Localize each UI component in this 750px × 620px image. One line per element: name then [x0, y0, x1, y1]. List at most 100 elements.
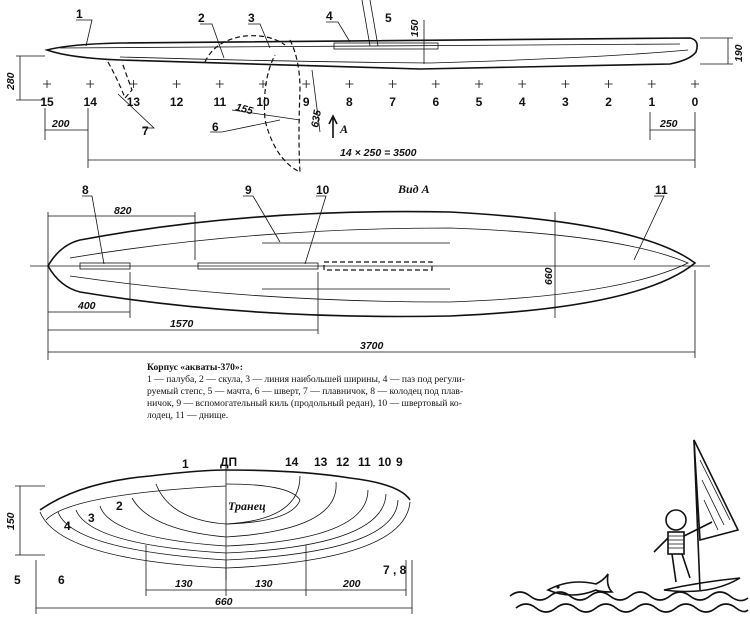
dim-body-660: 660	[215, 596, 233, 608]
station-cross	[604, 80, 613, 88]
station-cross	[129, 80, 138, 88]
station-label: 15	[40, 95, 54, 109]
body-part-11: 11	[358, 455, 371, 469]
view-a-arrow	[328, 114, 338, 138]
station-label: 9	[303, 95, 310, 109]
figure-caption: Корпус «акваты-370»: 1 — палуба, 2 — ску…	[147, 362, 647, 422]
dim-635-line	[311, 69, 321, 133]
windsurfer-illustration	[509, 439, 749, 613]
dim-820-text: 820	[114, 205, 132, 217]
side-part-4: 4	[326, 9, 333, 23]
fish-eye	[556, 585, 560, 589]
person-arms	[653, 521, 713, 553]
leader-2	[200, 23, 225, 59]
leader-4	[326, 21, 351, 43]
body-part-4: 4	[64, 519, 71, 533]
caption-line: 1 — палуба, 2 — скула, 3 — линия наиболь…	[147, 374, 465, 385]
station-cross	[475, 80, 483, 88]
person-body	[667, 531, 685, 555]
dim-body-130a: 130	[175, 578, 193, 590]
board	[663, 577, 741, 593]
body-section-right-2	[225, 499, 399, 561]
station-cross	[345, 80, 354, 88]
leader-9	[243, 195, 281, 243]
dim-200-text: 200	[51, 118, 70, 130]
dim-280-lines	[16, 55, 45, 101]
body-section-left-4	[99, 505, 227, 547]
body-part-13: 13	[314, 455, 328, 469]
body-section-right-1	[225, 501, 411, 569]
station-cross	[431, 80, 440, 88]
plan-part-10: 10	[316, 183, 330, 197]
station-cross	[259, 80, 267, 88]
dim-635-text: 635	[309, 109, 324, 128]
side-hull-outline	[44, 37, 698, 70]
station-label: 14	[84, 95, 98, 109]
mast-slot-dashed	[323, 261, 433, 271]
station-cross	[86, 80, 95, 88]
station-label: 11	[213, 95, 226, 109]
dim-400-text: 400	[77, 300, 96, 312]
dim-body-130-lines	[145, 545, 307, 596]
station-cross	[691, 80, 699, 88]
body-dp-label: ДП	[220, 455, 237, 469]
body-section-left-5	[131, 497, 227, 538]
plan-view: Вид А 820 660 400 1570 3700 8 9 10 11	[30, 182, 710, 360]
dim-3500-text: 14 × 250 = 3500	[340, 147, 417, 159]
station-cross	[302, 80, 311, 88]
caption-line: ничок, 9 — вспомогательный киль (продоль…	[147, 398, 462, 409]
dim-1570-text: 1570	[170, 318, 194, 330]
mast-step-slot	[333, 42, 439, 50]
side-part-3: 3	[248, 11, 255, 25]
dim-body-150-text: 150	[5, 512, 17, 530]
body-part-9: 9	[396, 455, 403, 469]
fish	[546, 573, 614, 596]
leader-3	[248, 23, 271, 49]
dim-400-lines	[48, 272, 131, 318]
side-part-1: 1	[76, 7, 83, 21]
dim-body-200: 200	[342, 578, 361, 590]
mast-stub	[361, 0, 379, 47]
body-section-right-6	[225, 475, 301, 525]
station-cross	[215, 80, 224, 88]
body-outer-deck	[39, 469, 411, 511]
dim-1570-lines	[48, 272, 319, 334]
plan-part-11: 11	[655, 183, 668, 197]
station-label: 5	[476, 95, 483, 109]
plan-keel-lines	[262, 242, 450, 290]
dim-3700-lines	[48, 270, 696, 358]
station-label: 8	[346, 95, 353, 109]
waves-1	[509, 591, 749, 602]
dim-155-line	[231, 109, 301, 121]
dim-190-text: 190	[733, 44, 745, 62]
dim-155-text: 155	[234, 101, 254, 117]
body-transom	[225, 483, 301, 525]
side-part-6: 6	[212, 120, 219, 134]
plan-view-title: Вид А	[397, 182, 430, 196]
leader-6	[210, 119, 281, 133]
mast	[693, 439, 701, 591]
sail	[693, 439, 740, 542]
person-head	[665, 509, 687, 531]
bilge-dashed	[204, 35, 286, 63]
body-part-5: 5	[14, 573, 21, 587]
side-part-5: 5	[385, 11, 392, 25]
body-part-1: 1	[182, 457, 189, 471]
body-part-10: 10	[378, 455, 392, 469]
skeg-well	[79, 262, 131, 270]
station-cross	[561, 80, 570, 88]
dim-820-lines	[47, 212, 196, 360]
body-section-left-2	[57, 511, 227, 561]
leader-11	[633, 195, 665, 261]
plan-hull-outline	[47, 210, 697, 318]
station-cross	[388, 80, 397, 88]
dim-150-text: 150	[409, 19, 421, 37]
plan-part-8: 8	[82, 183, 89, 197]
station-label: 7	[389, 95, 396, 109]
side-chine-line	[119, 49, 689, 64]
caption-title: Корпус «акваты-370»:	[147, 362, 243, 373]
plan-inner-line	[69, 227, 689, 303]
skeg-dashed	[107, 61, 133, 100]
